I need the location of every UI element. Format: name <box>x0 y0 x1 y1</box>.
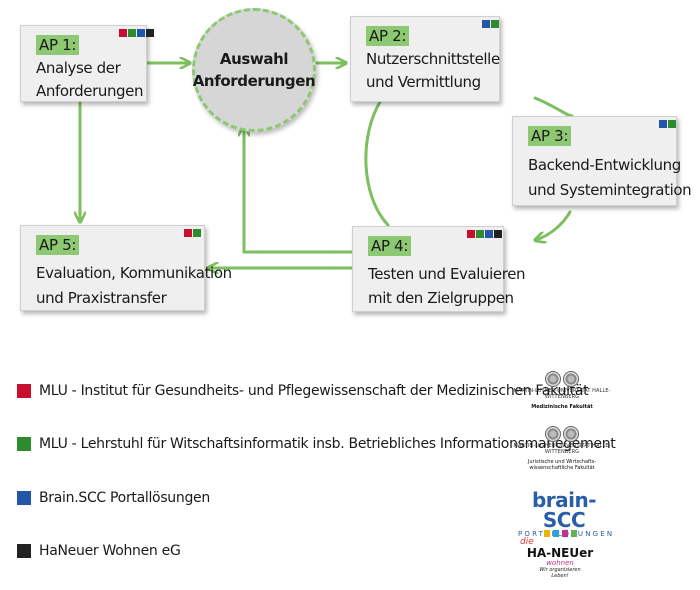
logo-university-name: MARTIN-LUTHER-UNIVERSITÄT HALLE-WITTENBE… <box>513 443 611 455</box>
partner-squares <box>467 230 502 238</box>
houses-icon <box>520 530 600 537</box>
partner-square-red <box>467 230 475 238</box>
workflow-diagram: AP 1: Analyse der Anforderungen Auswahl … <box>0 0 692 340</box>
ap1-line2: Anforderungen <box>36 82 144 100</box>
arrow-layer <box>0 0 574 340</box>
partner-squares <box>659 120 676 128</box>
partner-square-blue <box>482 20 490 28</box>
legend-item-mlu-health: MLU - Institut für Gesundheits- und Pfle… <box>17 383 589 399</box>
mlu-medical-logo: MARTIN-LUTHER-UNIVERSITÄT HALLE-WITTENBE… <box>512 371 612 410</box>
arc-ap3-to-ap4 <box>536 210 572 240</box>
partner-square-green <box>668 120 676 128</box>
mlu-business-logo: MARTIN-LUTHER-UNIVERSITÄT HALLE-WITTENBE… <box>512 426 612 471</box>
ap5-tag: AP 5: <box>36 235 80 255</box>
partner-square-red <box>184 229 192 237</box>
seal-icon <box>545 426 561 442</box>
seal-icon <box>563 371 579 387</box>
legend-item-haneuer: HaNeuer Wohnen eG <box>17 543 181 559</box>
logo-faculty-line1: Juristische und Wirtschafts- <box>527 459 597 465</box>
partner-square-black <box>146 29 154 37</box>
ap2-line2: und Vermittlung <box>366 73 481 91</box>
partner-square-blue <box>137 29 145 37</box>
legend-label: MLU - Lehrstuhl für Witschaftsinformatik… <box>39 436 616 452</box>
logo-faculty-line2: wissenschaftliche Fakultät <box>529 465 595 471</box>
legend-swatch-blue <box>17 491 31 505</box>
haneuer-wohnen: wohnen <box>546 559 574 567</box>
ap3-line1: Backend-Entwicklung <box>528 156 681 174</box>
ap3-tag: AP 3: <box>528 126 572 146</box>
arrow-ap4-to-center <box>244 127 354 254</box>
ap2-box: AP 2: Nutzerschnittstelle und Vermittlun… <box>350 16 500 102</box>
ap5-box: AP 5: Evaluation, Kommunikation und Prax… <box>20 225 232 311</box>
partner-square-green <box>491 20 499 28</box>
ap2-tag: AP 2: <box>366 26 410 46</box>
logo-university-name: MARTIN-LUTHER-UNIVERSITÄT HALLE-WITTENBE… <box>513 388 611 400</box>
logo-faculty-name: Medizinische Fakultät <box>531 404 593 410</box>
haneuer-prefix: die <box>520 537 534 547</box>
legend-label: MLU - Institut für Gesundheits- und Pfle… <box>39 383 589 399</box>
center-line1: Auswahl <box>219 50 289 68</box>
partner-square-green <box>476 230 484 238</box>
partner-square-blue <box>485 230 493 238</box>
legend-label: HaNeuer Wohnen eG <box>39 543 181 559</box>
partner-square-green <box>128 29 136 37</box>
haneuer-slogan-2: Leben! <box>551 573 569 579</box>
partner-square-blue <box>659 120 667 128</box>
ap1-tag: AP 1: <box>36 35 80 55</box>
legend-swatch-black <box>17 544 31 558</box>
haneuer-name: HA-NEUer <box>526 546 594 560</box>
ap2-line1: Nutzerschnittstelle <box>366 50 500 68</box>
seal-icon <box>545 371 561 387</box>
partner-square-red <box>119 29 127 37</box>
ap4-box: AP 4: Testen und Evaluieren mit den Ziel… <box>352 226 526 312</box>
partner-squares <box>119 29 154 37</box>
seal-icon <box>563 426 579 442</box>
ap3-line2: und Systemintegration <box>528 181 692 199</box>
ap1-line1: Analyse der <box>36 59 121 77</box>
ap5-line1: Evaluation, Kommunikation <box>36 264 232 282</box>
ap5-line2: und Praxistransfer <box>36 289 167 307</box>
haneuer-logo: die HA-NEUer wohnen Wir organisieren Leb… <box>520 530 600 579</box>
arc-ap2-to-ap3 <box>533 96 574 118</box>
ap4-line2: mit den Zielgruppen <box>368 289 514 307</box>
center-selection-circle: Auswahl Anforderungen <box>192 8 316 132</box>
partner-squares <box>184 229 201 237</box>
center-line2: Anforderungen <box>192 72 316 90</box>
partner-square-green <box>193 229 201 237</box>
ap4-line1: Testen und Evaluieren <box>368 265 526 283</box>
legend-label: Brain.SCC Portallösungen <box>39 490 210 506</box>
ap4-tag: AP 4: <box>368 236 412 256</box>
haneuer-slogan-1: Wir organisieren <box>539 567 581 573</box>
legend-swatch-red <box>17 384 31 398</box>
legend-item-brain-scc: Brain.SCC Portallösungen <box>17 490 210 506</box>
ap1-box: AP 1: Analyse der Anforderungen <box>20 25 154 102</box>
ap3-box: AP 3: Backend-Entwicklung und Systeminte… <box>512 116 692 206</box>
legend-item-mlu-wi: MLU - Lehrstuhl für Witschaftsinformatik… <box>17 436 616 452</box>
arc-ap4-back-to-ap2 <box>364 100 390 227</box>
brain-scc-wordmark: brain-SCC <box>531 488 597 532</box>
legend-swatch-green <box>17 437 31 451</box>
partner-square-black <box>494 230 502 238</box>
partner-squares <box>482 20 499 28</box>
